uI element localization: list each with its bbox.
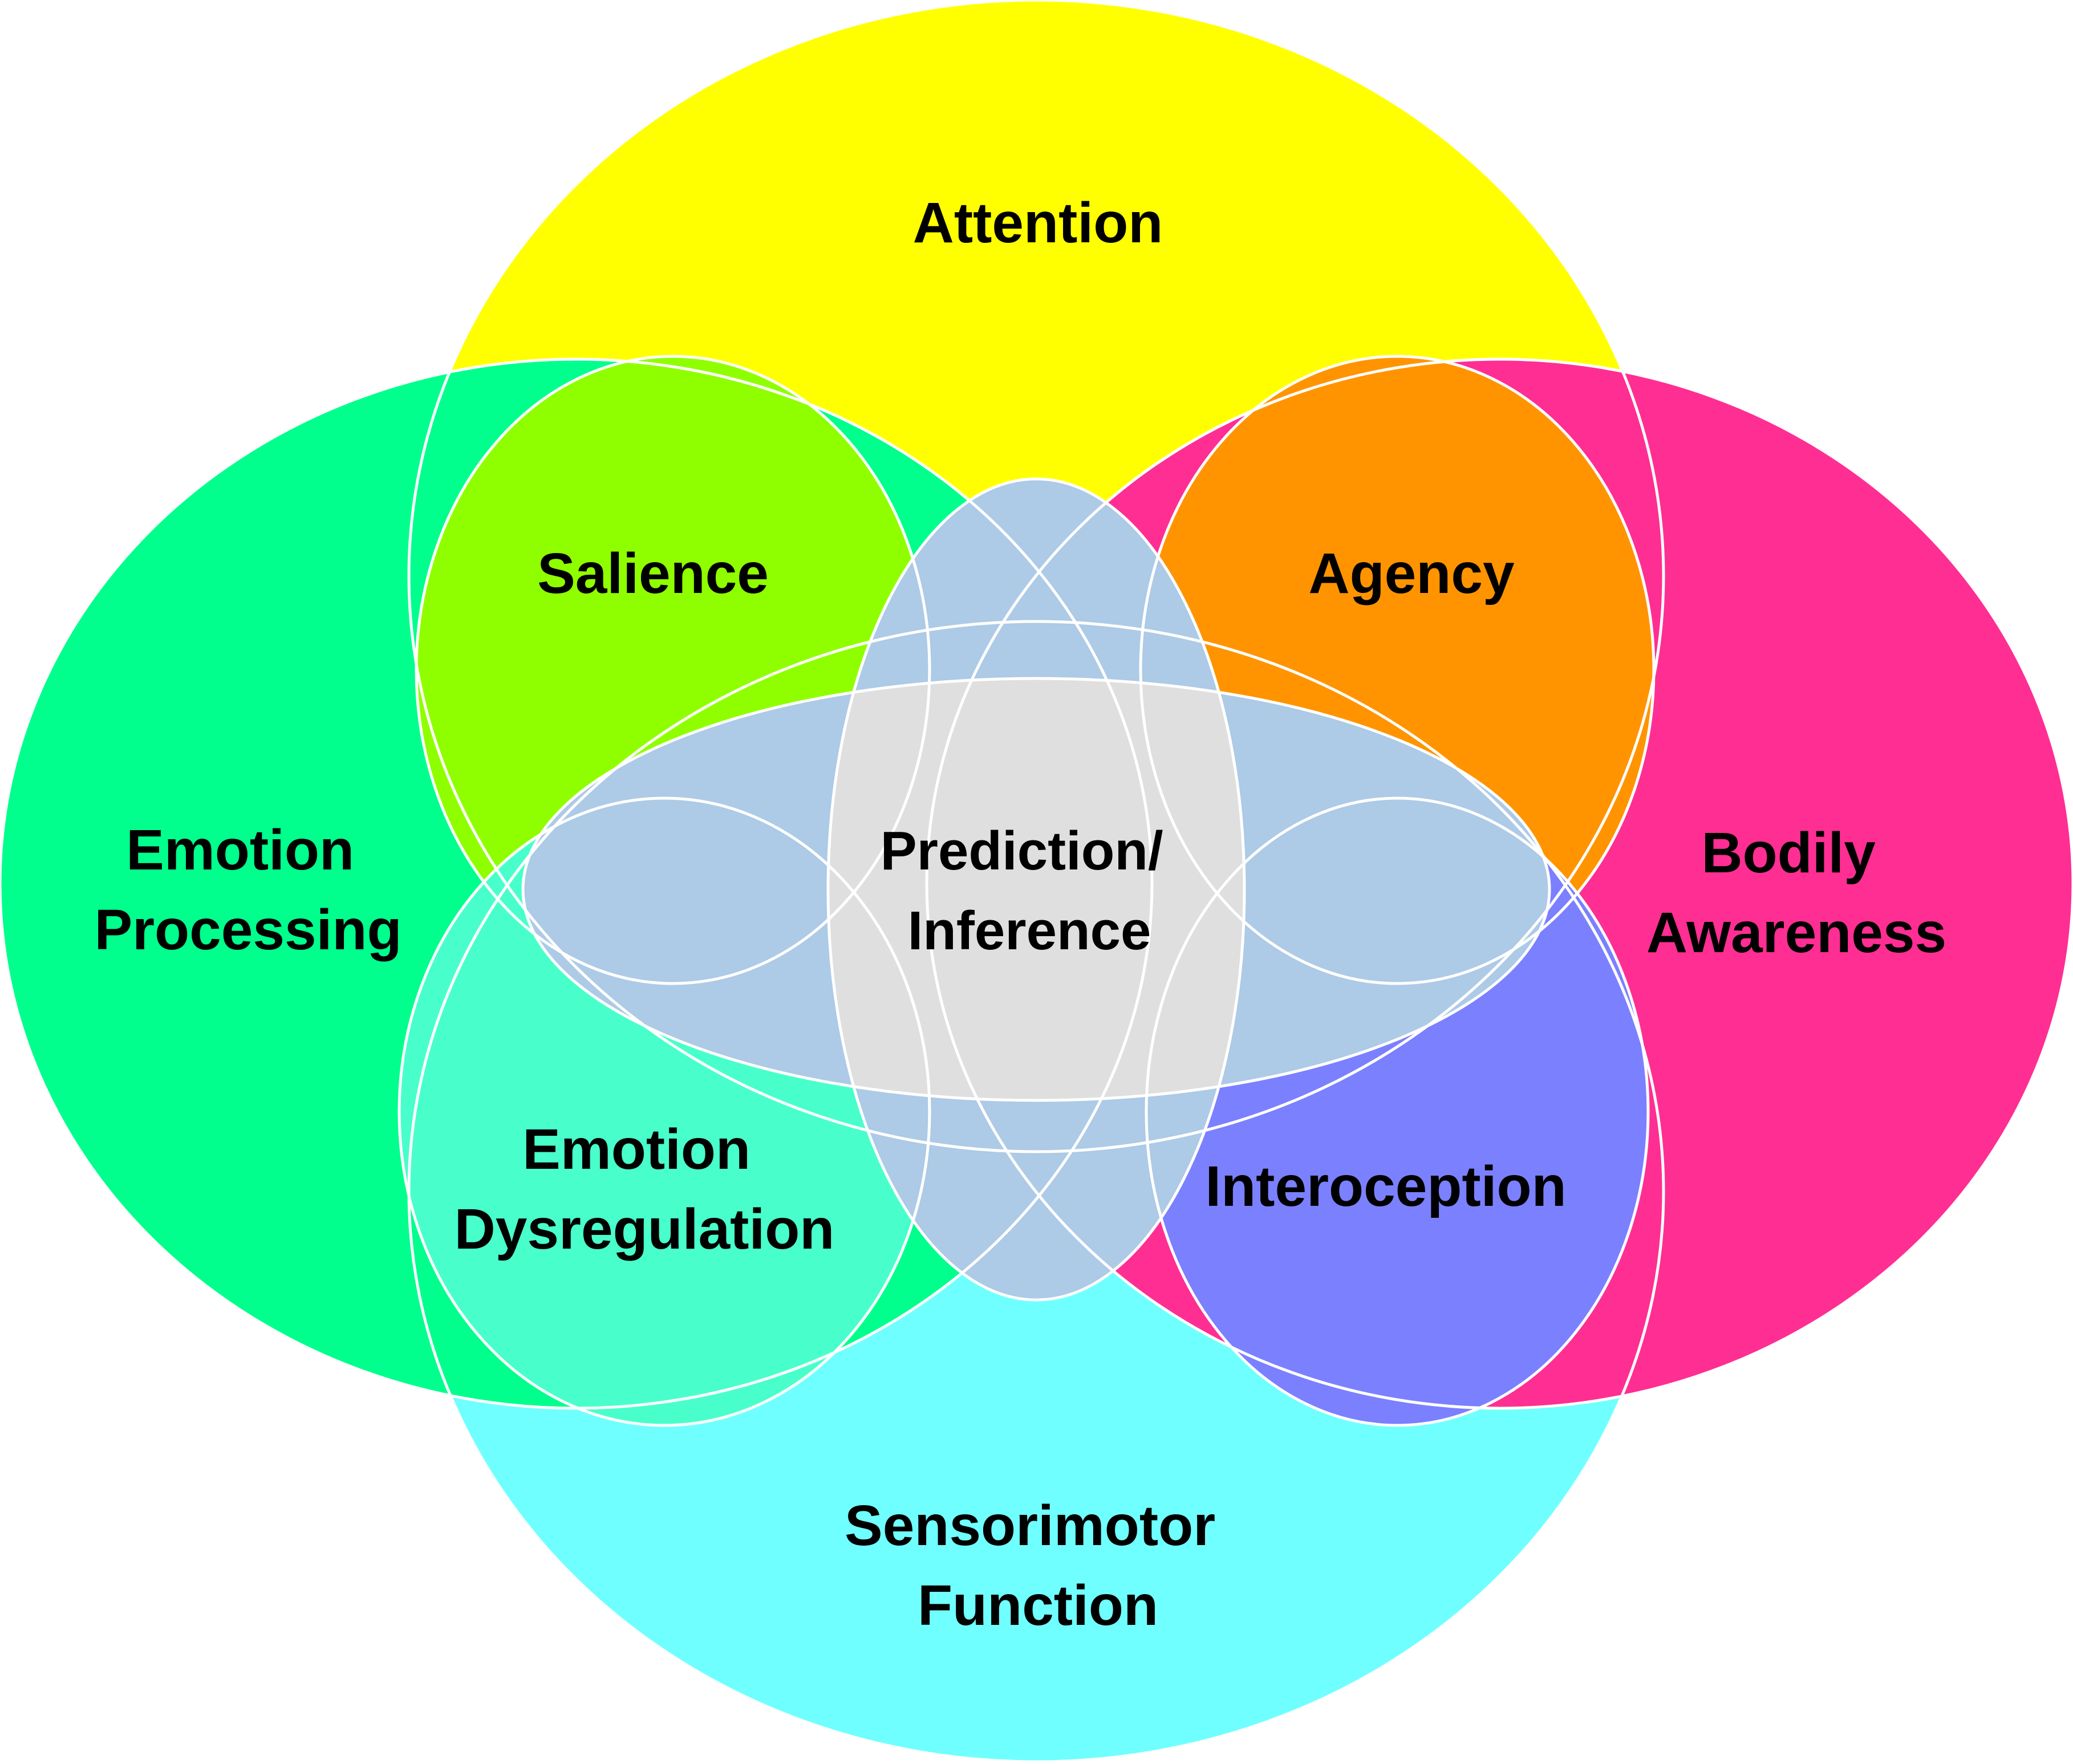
interoception-label: Interoception [1205, 1155, 1566, 1218]
emotion-dysregulation-label: Emotion Dysregulation [455, 1117, 835, 1261]
bodily-awareness-label: Bodily Awareness [1646, 821, 1946, 965]
emotion-processing-label: Emotion Processing [94, 818, 401, 962]
venn-labels: Attention Salience Agency Emotion Proces… [94, 191, 1946, 1637]
attention-label: Attention [913, 191, 1163, 255]
prediction-inference-label: Prediction/ Inference [881, 820, 1179, 961]
sensorimotor-function-label: Sensorimotor Function [845, 1494, 1231, 1637]
agency-label: Agency [1308, 542, 1515, 605]
salience-label: Salience [537, 542, 769, 605]
